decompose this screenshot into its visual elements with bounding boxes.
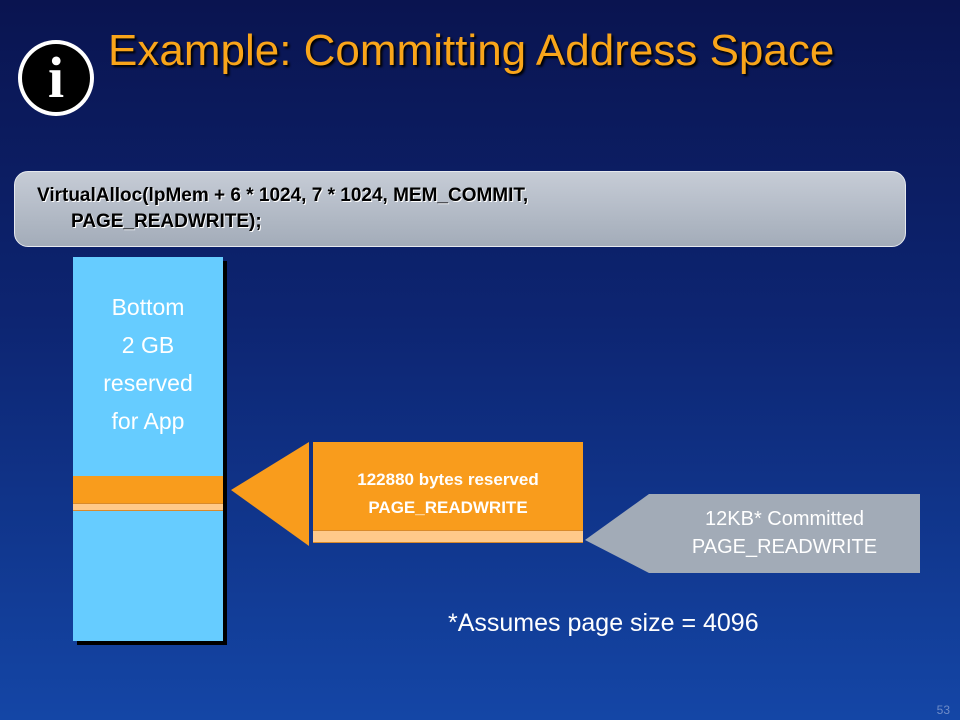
memory-column <box>73 257 223 641</box>
info-glyph: i <box>22 44 90 112</box>
committed-protection: PAGE_READWRITE <box>691 536 878 558</box>
memory-label: Bottom 2 GB reserved for App <box>73 288 223 440</box>
committed-connector <box>585 494 649 573</box>
committed-box: 12KB* Committed PAGE_READWRITE <box>649 494 920 573</box>
committed-region <box>73 503 223 511</box>
footnote: *Assumes page size = 4096 <box>448 609 759 637</box>
memory-label-line: Bottom <box>111 294 185 320</box>
info-icon: i <box>18 40 94 116</box>
memory-label-line: reserved <box>103 370 193 396</box>
page-number: 53 <box>936 703 950 717</box>
reserved-region <box>73 476 223 504</box>
reserved-box: 122880 bytes reserved PAGE_READWRITE <box>313 442 583 530</box>
code-box: VirtualAlloc(lpMem + 6 * 1024, 7 * 1024,… <box>14 171 906 247</box>
memory-label-line: for App <box>111 408 185 434</box>
code-line-2: PAGE_READWRITE); <box>71 211 262 232</box>
memory-label-line: 2 GB <box>121 332 175 358</box>
reserved-protection: PAGE_READWRITE <box>368 498 528 517</box>
reserved-committed-strip <box>313 530 583 543</box>
committed-size: 12KB* Committed <box>705 508 864 530</box>
reserved-size: 122880 bytes reserved <box>357 470 539 489</box>
slide-title: Example: Committing Address Space <box>108 26 835 75</box>
reserved-connector <box>231 442 309 546</box>
code-line-1: VirtualAlloc(lpMem + 6 * 1024, 7 * 1024,… <box>37 185 529 206</box>
